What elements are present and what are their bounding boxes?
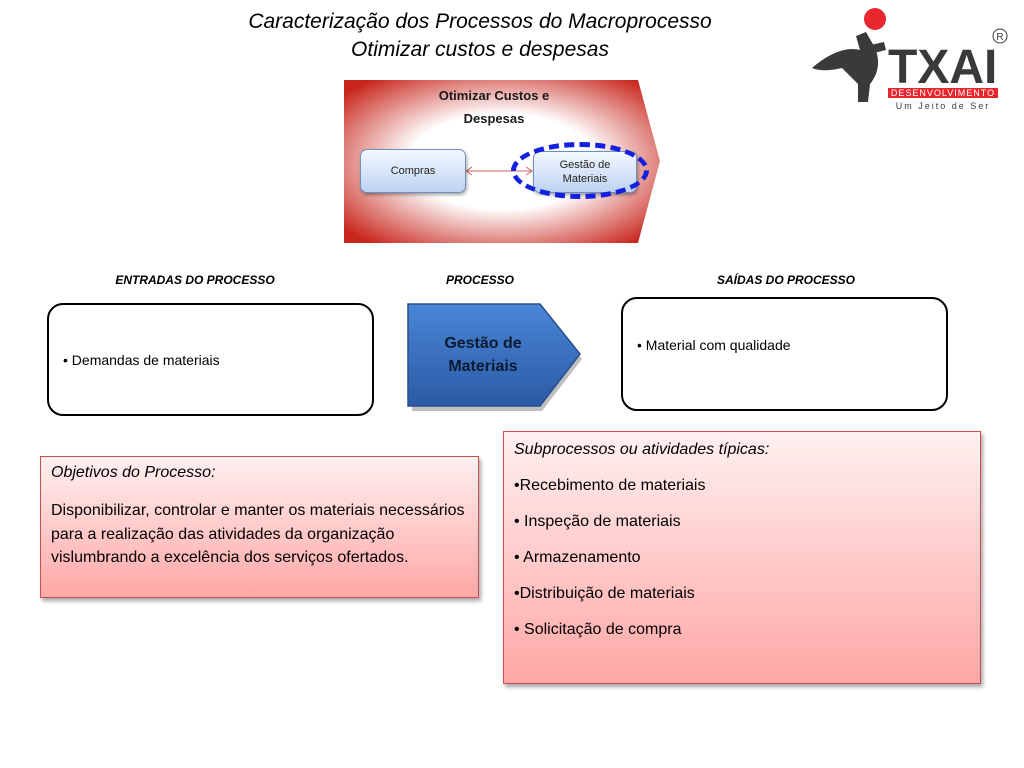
logo-slogan: Um Jeito de Ser [896,101,991,111]
subprocesses-panel: Subprocessos ou atividades típicas: •Rec… [503,431,981,684]
txai-logo-graphic: TXAI DESENVOLVIMENTO Um Jeito de Ser R [812,8,1008,111]
objectives-heading: Objetivos do Processo: [51,464,216,481]
subprocesses-heading: Subprocessos ou atividades típicas: [514,441,770,458]
logo-tagline: DESENVOLVIMENTO [891,88,995,98]
outputs-box: • Material com qualidade [621,297,948,411]
svg-text:R: R [996,32,1003,43]
process-chevron: Gestão de Materiais [406,302,584,414]
list-item: • Inspeção de materiais [514,513,681,530]
objectives-panel: Objetivos do Processo: Disponibilizar, c… [40,456,479,598]
output-item: • Material com qualidade [637,337,791,353]
page-title: Caracterização dos Processos do Macropro… [150,8,810,64]
subprocesses-list: •Recebimento de materiais • Inspeção de … [514,476,705,656]
list-item: •Distribuição de materiais [514,585,695,602]
list-item: • Solicitação de compra [514,621,682,638]
compras-box: Compras [360,149,466,193]
logo-head-icon [864,8,886,30]
highlight-ring [511,142,649,199]
inputs-box: • Demandas de materiais [47,303,374,416]
list-item: • Armazenamento [514,549,641,566]
list-item: •Recebimento de materiais [514,477,706,494]
process-header: PROCESSO [445,273,514,287]
logo-figure-icon [812,32,879,102]
txai-logo: TXAI DESENVOLVIMENTO Um Jeito de Ser R [808,6,1014,126]
objectives-body: Disponibilizar, controlar e manter os ma… [51,502,465,566]
macroprocess-diagram: Otimizar Custos e Despesas Compras Gestã… [344,80,660,243]
inputs-header: ENTRADAS DO PROCESSO [115,273,275,287]
outputs-header: SAÍDAS DO PROCESSO [716,273,856,287]
process-label: Gestão de Materiais [444,335,522,375]
logo-brand: TXAI [888,41,997,94]
macroprocess-title: Otimizar Custos e Despesas [438,88,550,126]
registered-mark-icon [992,28,1008,44]
title-line-2: Otimizar custos e despesas [351,38,609,61]
input-item: • Demandas de materiais [63,352,220,368]
title-line-1: Caracterização dos Processos do Macropro… [248,10,712,33]
